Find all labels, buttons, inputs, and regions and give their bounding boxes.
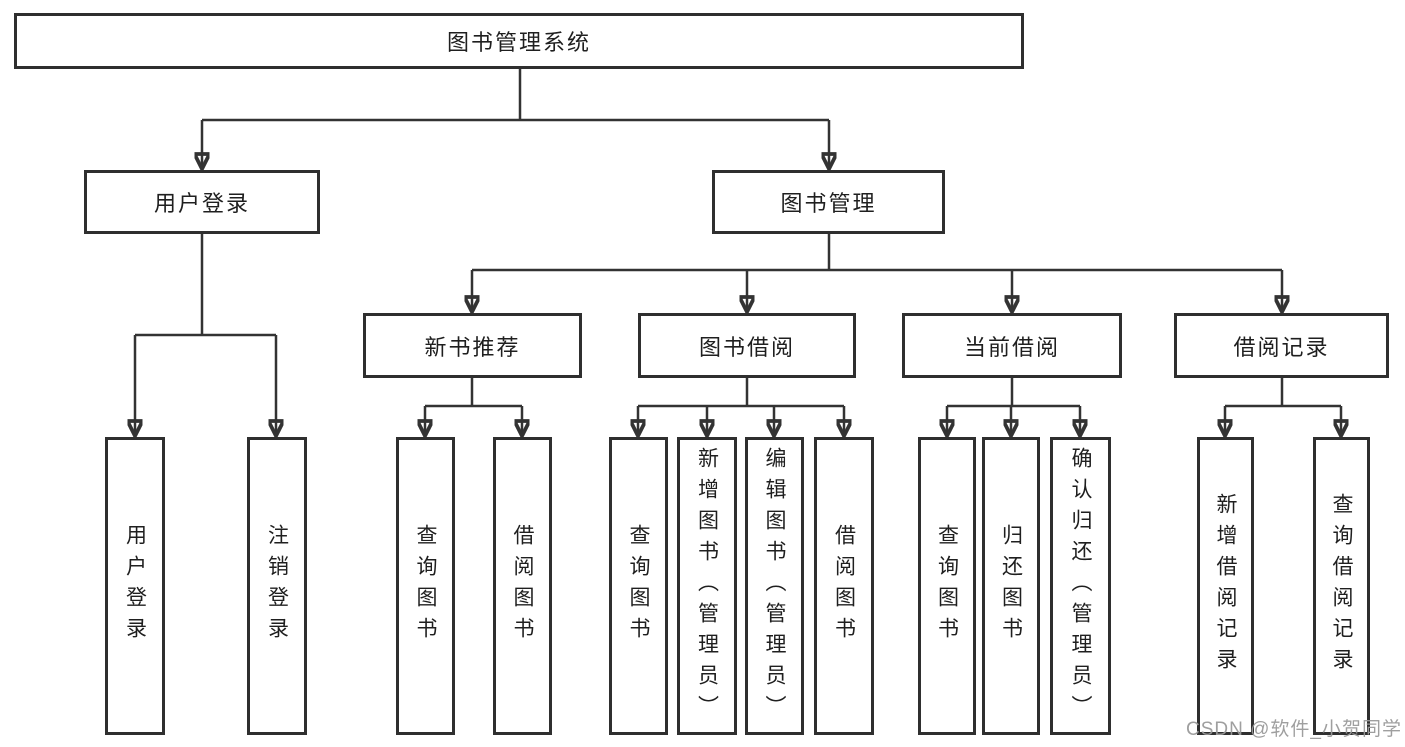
node-root: 图书管理系统	[14, 13, 1024, 69]
leaf-label: 归还图书	[999, 524, 1023, 648]
leaf-user-login: 用户登录	[105, 437, 165, 735]
leaf-add-borrow-record: 新增借阅记录	[1197, 437, 1254, 735]
node-user-login: 用户登录	[84, 170, 320, 234]
node-label: 借阅记录	[1233, 334, 1330, 360]
leaf-query-books-recommend: 查询图书	[396, 437, 455, 735]
node-label: 图书借阅	[698, 334, 795, 360]
leaf-label: 注销登录	[265, 524, 289, 648]
leaf-label: 查询图书	[935, 524, 959, 648]
leaf-query-borrow-record: 查询借阅记录	[1313, 437, 1370, 735]
leaf-edit-book-admin: 编辑图书（管理员）	[745, 437, 804, 735]
leaf-return-book: 归还图书	[982, 437, 1040, 735]
leaf-borrow-books-2: 借阅图书	[814, 437, 874, 735]
leaf-label: 借阅图书	[832, 524, 856, 648]
node-borrow-records: 借阅记录	[1174, 313, 1389, 378]
node-label: 当前借阅	[963, 334, 1060, 360]
csdn-watermark: CSDN @软件_小贺同学	[1186, 719, 1402, 740]
leaf-label: 确认归还（管理员）	[1069, 446, 1092, 726]
leaf-label: 查询图书	[627, 524, 650, 648]
leaf-query-books-borrow: 查询图书	[609, 437, 668, 735]
node-book-borrow: 图书借阅	[638, 313, 856, 378]
leaf-label: 编辑图书（管理员）	[763, 446, 786, 726]
leaf-query-books-current: 查询图书	[918, 437, 976, 735]
leaf-add-book-admin: 新增图书（管理员）	[677, 437, 737, 735]
node-label: 图书管理	[780, 191, 877, 216]
leaf-label: 查询借阅记录	[1330, 493, 1353, 679]
leaf-confirm-return-admin: 确认归还（管理员）	[1050, 437, 1111, 735]
node-label: 用户登录	[153, 191, 250, 216]
node-label: 新书推荐	[424, 334, 521, 360]
leaf-label: 用户登录	[123, 524, 147, 648]
node-current-borrow: 当前借阅	[902, 313, 1122, 378]
leaf-label: 新增图书（管理员）	[695, 446, 719, 726]
node-new-book-recommend: 新书推荐	[363, 313, 582, 378]
leaf-label: 新增借阅记录	[1214, 493, 1237, 679]
leaf-logout: 注销登录	[247, 437, 307, 735]
leaf-label: 借阅图书	[511, 524, 534, 648]
node-book-management: 图书管理	[712, 170, 945, 234]
leaf-borrow-books-recommend: 借阅图书	[493, 437, 552, 735]
leaf-label: 查询图书	[414, 524, 437, 648]
node-label: 图书管理系统	[446, 30, 591, 55]
